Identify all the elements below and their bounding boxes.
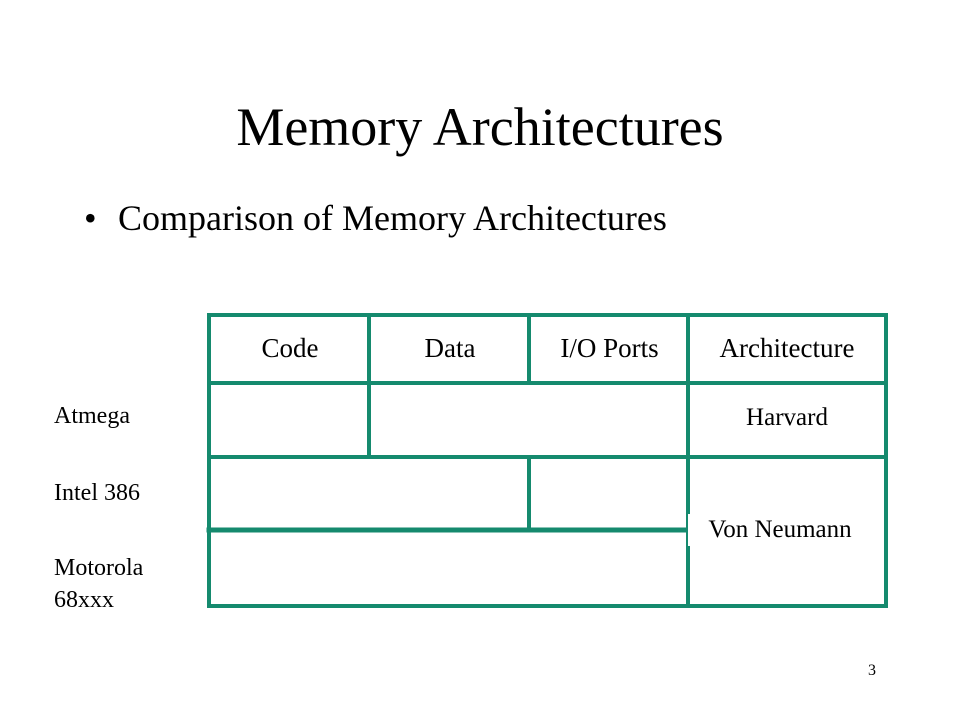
header-io-ports: I/O Ports: [560, 333, 659, 363]
row-label-motorola: Motorola 68xxx: [54, 555, 144, 613]
bullet-text: Comparison of Memory Architectures: [118, 198, 667, 238]
row-label-atmega: Atmega: [54, 403, 130, 429]
architecture-harvard: Harvard: [746, 404, 828, 431]
header-code: Code: [261, 333, 319, 363]
page-number: 3: [868, 662, 876, 679]
header-architecture: Architecture: [719, 333, 855, 363]
row-label-intel-386: Intel 386: [54, 480, 140, 506]
architecture-von-neumann: Von Neumann: [688, 514, 872, 546]
header-data: Data: [424, 333, 476, 363]
page-title: Memory Architectures: [236, 97, 724, 157]
bullet-item: • Comparison of Memory Architectures: [84, 190, 667, 246]
bullet-dot-icon: •: [84, 198, 97, 238]
